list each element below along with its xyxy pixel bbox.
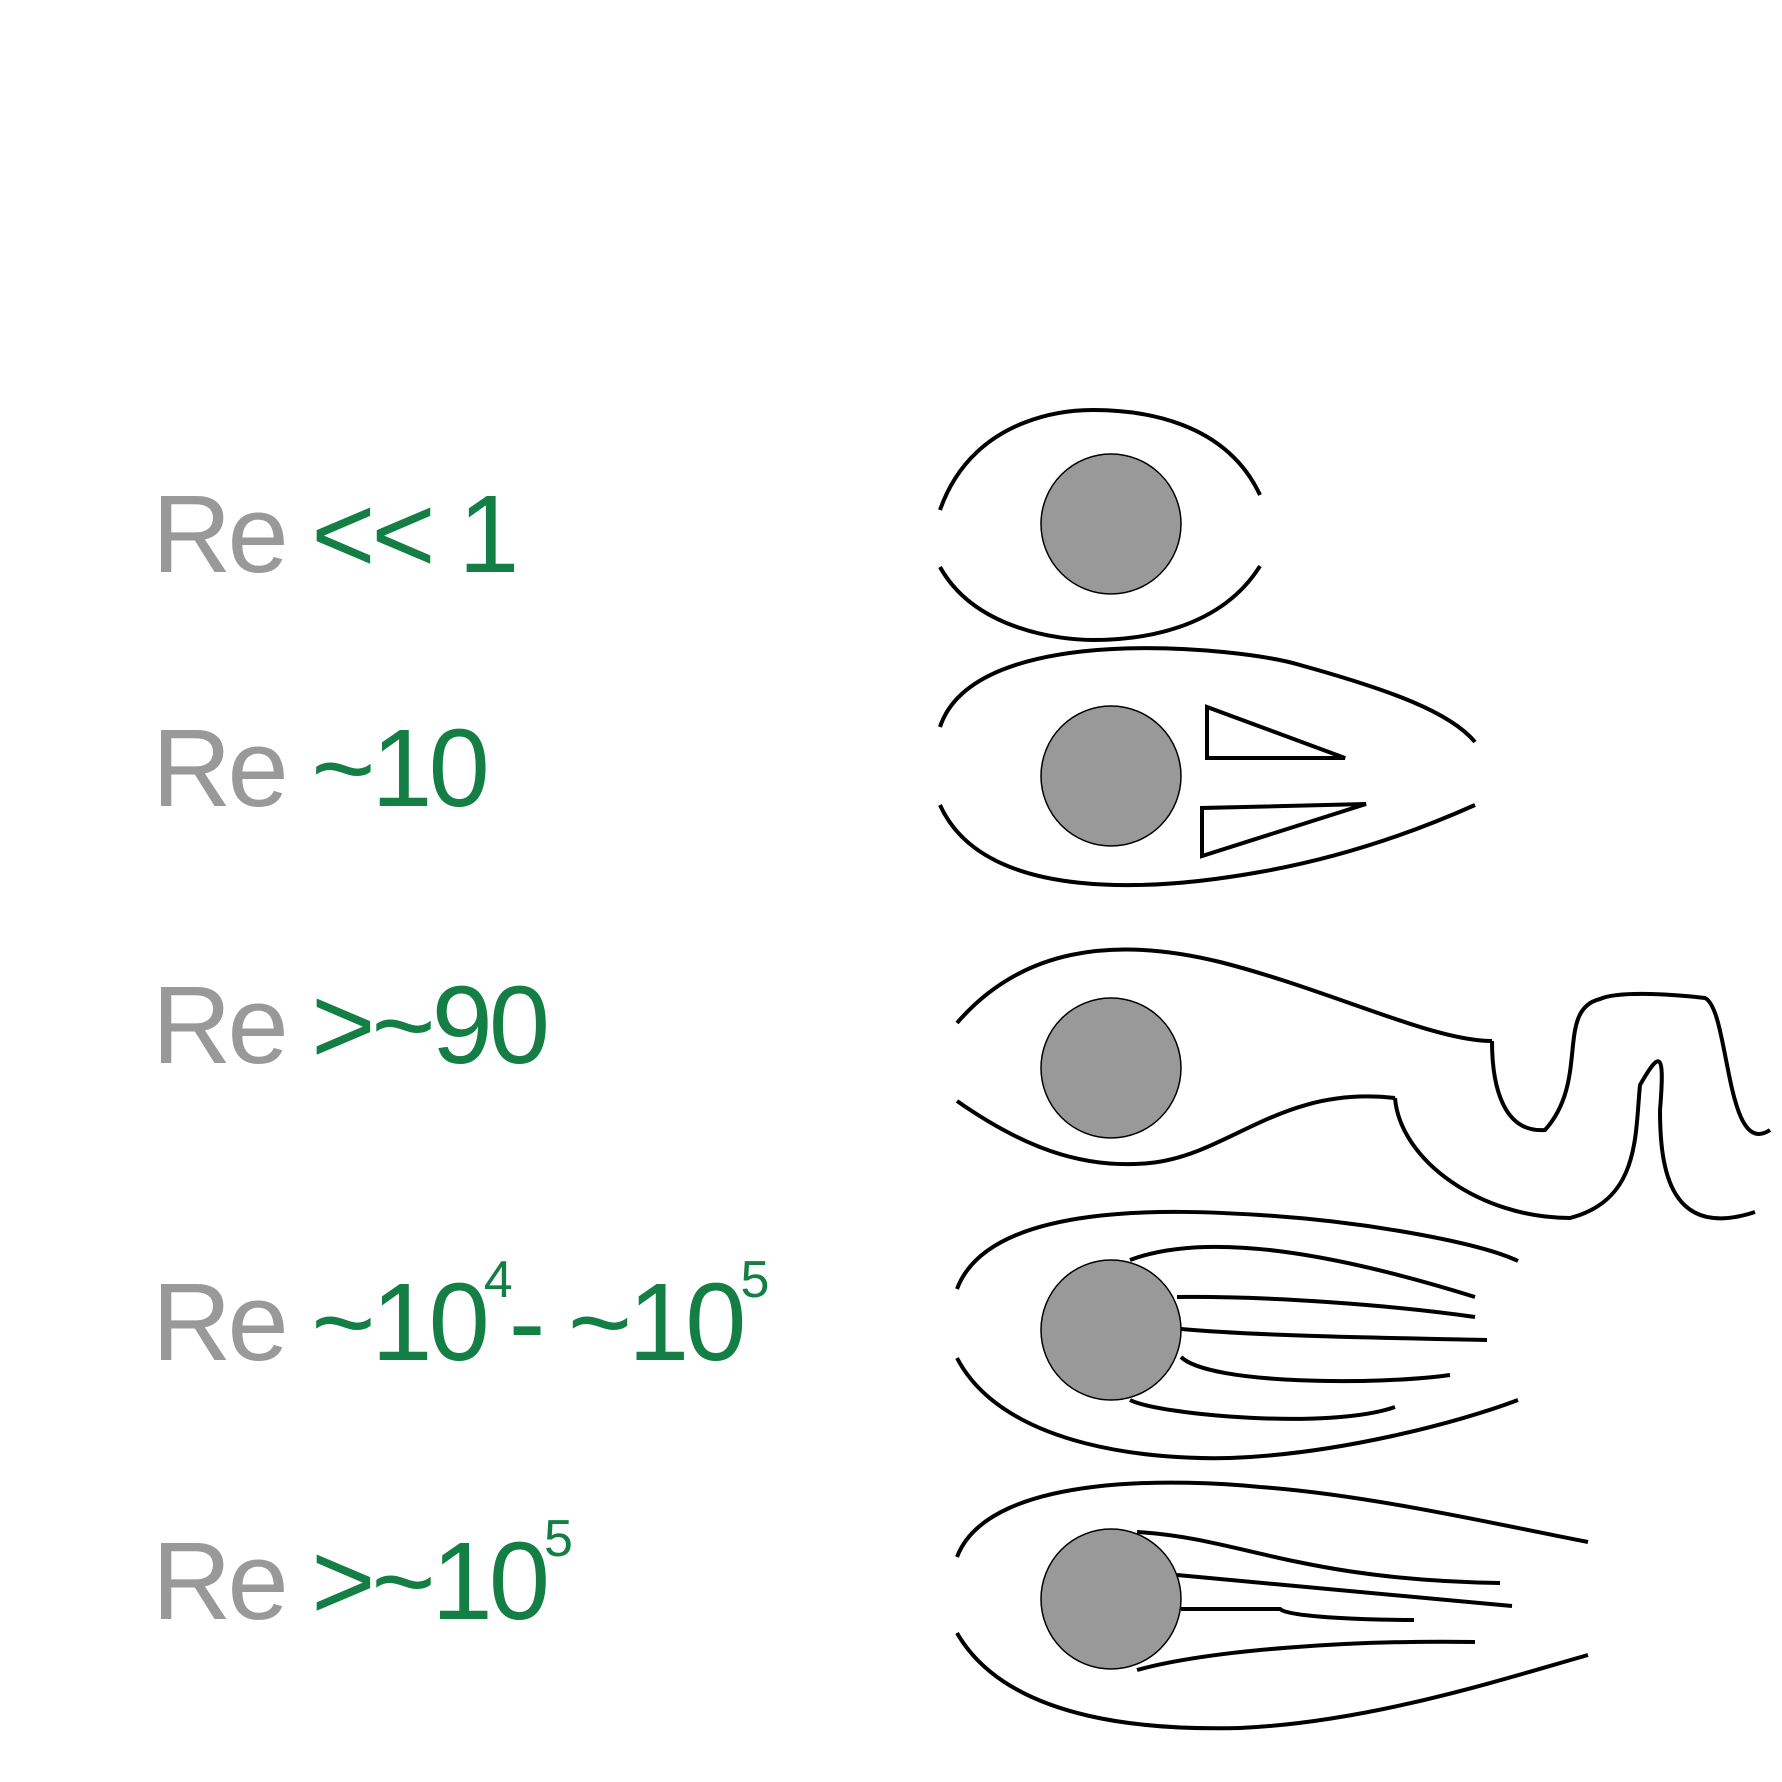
wake-line-3 (1180, 1327, 1488, 1342)
wake-line-2 (1176, 1294, 1476, 1319)
streamline-upper (955, 1209, 1519, 1290)
streamline-upper (938, 646, 1477, 744)
wake-wave-lower (1393, 1059, 1756, 1221)
streamline-upper (938, 407, 1262, 511)
re-symbol: Re (152, 707, 289, 830)
regime-label-stokes: Re << 1 (152, 480, 519, 590)
regime-label-vortex-street: Re >~90 (152, 971, 550, 1081)
streamline-lower (938, 803, 1476, 887)
wake-line-4 (1136, 1639, 1476, 1672)
flow-diagram-stokes (938, 407, 1262, 643)
re-symbol: Re (152, 964, 289, 1087)
flow-diagram-steady-vortices (938, 646, 1477, 887)
streamline-lower (955, 1357, 1519, 1461)
cylinder (1040, 1528, 1182, 1670)
regime-value: ~104- ~105 (311, 1251, 769, 1384)
vortex-lower (1200, 802, 1367, 859)
wake-line-4 (1179, 1355, 1451, 1384)
re-symbol: Re (152, 1261, 289, 1384)
cylinder (1040, 997, 1182, 1139)
flow-diagram-turbulent-boundary-layer (955, 1480, 1589, 1731)
exponent: 5 (740, 1251, 770, 1309)
regime-value: << 1 (311, 473, 519, 596)
streamline-lower (955, 1094, 1396, 1167)
cylinder (1040, 453, 1182, 595)
regime-label-steady-vortices: Re ~10 (152, 714, 490, 824)
vortex-upper (1205, 704, 1346, 760)
streamline-upper (955, 1480, 1589, 1558)
wake-line-2 (1176, 1573, 1513, 1608)
streamline-lower (938, 564, 1262, 643)
wake-line-3 (1181, 1607, 1415, 1622)
streamline-lower (955, 1631, 1589, 1731)
wake-line-1 (1129, 1244, 1476, 1299)
streamline-upper (955, 947, 1492, 1043)
exponent: 5 (544, 1510, 573, 1568)
regime-value: >~105 (311, 1510, 573, 1643)
wake-line-1 (1136, 1530, 1501, 1585)
cylinder (1040, 1259, 1182, 1401)
re-symbol: Re (152, 1520, 289, 1643)
regime-label-turbulent-boundary-layer: Re >~105 (152, 1513, 573, 1637)
wake-line-5 (1129, 1398, 1396, 1421)
flow-diagram-vortex-street (955, 947, 1772, 1221)
regime-value: ~10 (311, 707, 490, 830)
regime-label-turbulent-wake: Re ~104- ~105 (152, 1254, 769, 1378)
flow-diagram-turbulent-wake (955, 1209, 1519, 1461)
exponent: 4 (483, 1251, 513, 1309)
re-symbol: Re (152, 473, 289, 596)
cylinder (1040, 705, 1182, 847)
regime-value: >~90 (311, 964, 550, 1087)
wake-wave-upper (1490, 991, 1772, 1136)
